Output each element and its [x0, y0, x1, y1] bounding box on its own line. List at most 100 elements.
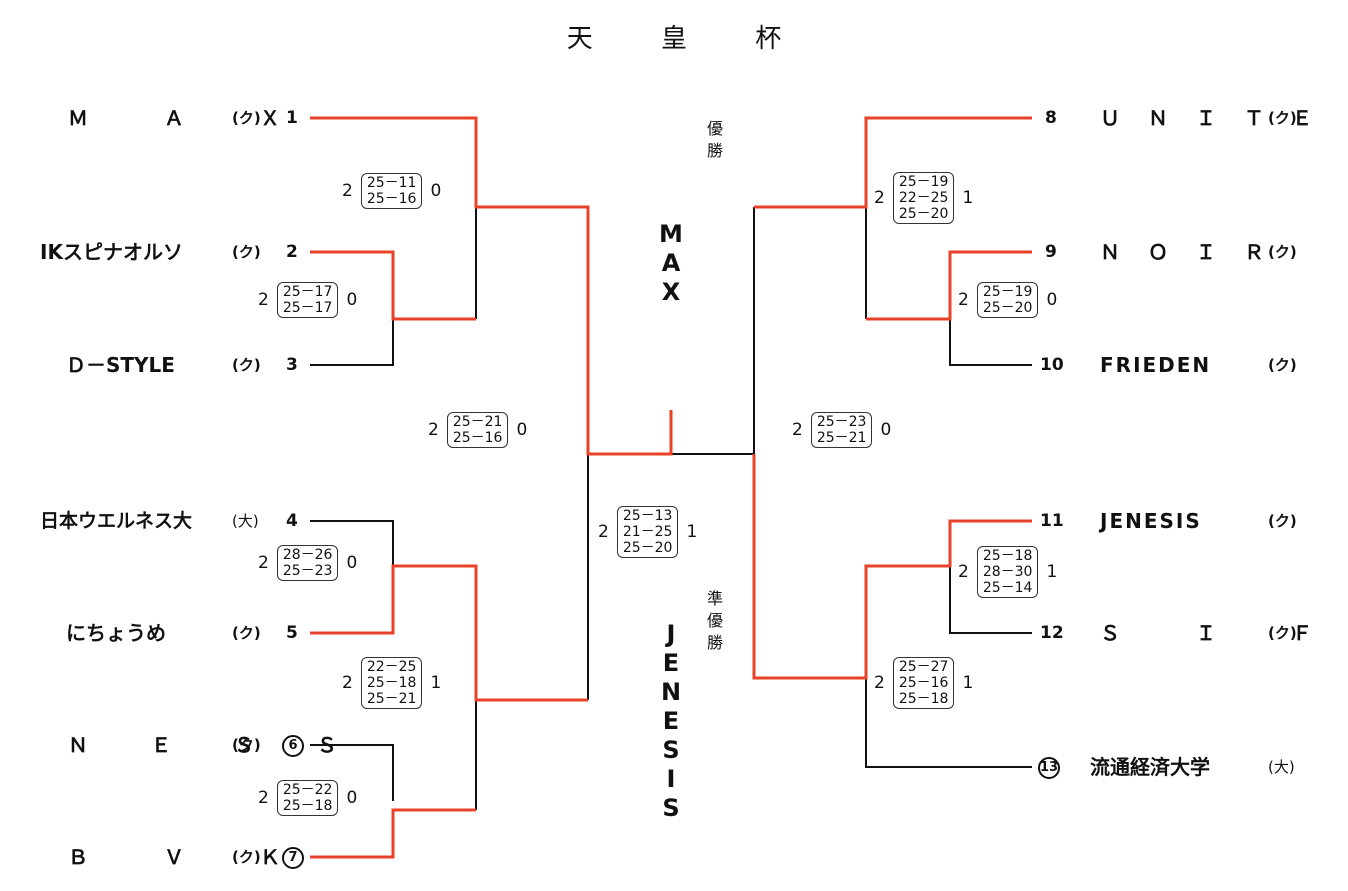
line-right-top-final — [675, 207, 755, 455]
team-name: Ｎ Ｅ Ｓ Ｓ — [68, 733, 365, 757]
team-name: ＵＮＩＴＥ — [1100, 106, 1340, 130]
set-score: 25－23 — [282, 563, 333, 579]
team-name: JENESIS — [1100, 509, 1202, 533]
line-seed3 — [310, 319, 394, 366]
match-sets-won-right: 0 — [880, 420, 892, 440]
match-sets-won-right: 0 — [346, 290, 358, 310]
runnerup-label-char: 勝 — [706, 633, 723, 652]
team-category: (ク) — [232, 243, 261, 261]
set-score: 25－21 — [452, 414, 503, 430]
seed-circle: 6 — [282, 734, 304, 757]
team-name: FRIEDEN — [1100, 353, 1212, 377]
set-score: 22－25 — [898, 190, 949, 206]
set-score: 25－16 — [452, 430, 503, 446]
team-name: Ｍ Ａ Ｘ — [68, 106, 308, 130]
team-name: IKスピナオルソ — [40, 240, 183, 264]
match-sets-won-right: 1 — [430, 673, 442, 693]
line-seed10 — [949, 319, 1032, 366]
set-score: 25－11 — [366, 175, 417, 191]
team-seed: 5 — [286, 623, 298, 643]
set-score: 28－30 — [982, 564, 1033, 580]
set-score: 25－16 — [898, 675, 949, 691]
set-score: 25－19 — [898, 174, 949, 190]
match-sets-won-right: 0 — [516, 420, 528, 440]
runnerup-char: S — [662, 736, 680, 764]
team-category: (ク) — [232, 109, 261, 127]
win-seed1 — [310, 116, 673, 456]
line-seed4 — [310, 520, 394, 566]
team-category: (ク) — [1268, 243, 1297, 261]
match-sets-won-left: 2 — [428, 420, 439, 440]
runnerup-char: S — [662, 794, 680, 822]
set-score: 25－21 — [366, 691, 417, 707]
team-category: (ク) — [1268, 356, 1297, 374]
team-name: 流通経済大学 — [1090, 755, 1210, 779]
runnerup-char: E — [662, 707, 680, 735]
match-sets-won-left: 2 — [342, 181, 353, 201]
set-score: 25－18 — [366, 675, 417, 691]
set-score: 25－13 — [622, 508, 673, 524]
team-seed: 1 — [286, 108, 298, 128]
match-sets-won-right: 1 — [686, 522, 698, 542]
runnerup-char: I — [666, 765, 676, 793]
champion-char: A — [661, 249, 681, 277]
team-name: Ｂ Ｖ Ｋ — [68, 845, 308, 869]
set-score: 25－18 — [282, 798, 333, 814]
set-score: 25－18 — [982, 548, 1033, 564]
winner-lines — [310, 116, 1032, 859]
set-score: 25－27 — [898, 659, 949, 675]
team-name: Ｄ－STYLE — [66, 353, 175, 377]
champion-char: X — [661, 278, 681, 306]
match-sets-won-left: 2 — [258, 290, 269, 310]
win-seed8 — [754, 116, 1032, 209]
win-seed2 — [310, 250, 476, 321]
match-sets-won-right: 0 — [430, 181, 442, 201]
set-score: 25－22 — [282, 782, 333, 798]
match-sets-won-right: 0 — [346, 788, 358, 808]
team-name: にちょうめ — [66, 621, 166, 645]
set-score: 25－17 — [282, 284, 333, 300]
match-sets-won-right: 1 — [1046, 562, 1058, 582]
set-score: 25－20 — [622, 540, 673, 556]
team-seed: 11 — [1040, 511, 1064, 531]
line-seed12 — [949, 566, 1032, 634]
set-score: 25－20 — [898, 206, 949, 222]
set-score: 25－17 — [282, 300, 333, 316]
match-sets-won-left: 2 — [258, 553, 269, 573]
match-sets-won-right: 0 — [1046, 290, 1058, 310]
match-sets-won-left: 2 — [258, 788, 269, 808]
champion-label-char: 優 — [706, 119, 723, 138]
set-score: 25－16 — [366, 191, 417, 207]
team-category: (大) — [1268, 758, 1295, 776]
team-category: (ク) — [1268, 624, 1297, 642]
team-seed: 3 — [286, 355, 298, 375]
champion-name: M A X — [656, 220, 686, 307]
win-seed11 — [752, 454, 1032, 680]
runnerup-label: 準 優 勝 — [700, 588, 730, 654]
match-sets-won-right: 1 — [962, 673, 974, 693]
match-sets-won-left: 2 — [792, 420, 803, 440]
win-seed7 — [310, 808, 476, 859]
team-category: (大) — [232, 512, 259, 530]
match-sets-won-left: 2 — [342, 673, 353, 693]
team-category: (ク) — [232, 356, 261, 374]
team-seed: 6 — [282, 735, 304, 757]
team-seed: 12 — [1040, 623, 1064, 643]
